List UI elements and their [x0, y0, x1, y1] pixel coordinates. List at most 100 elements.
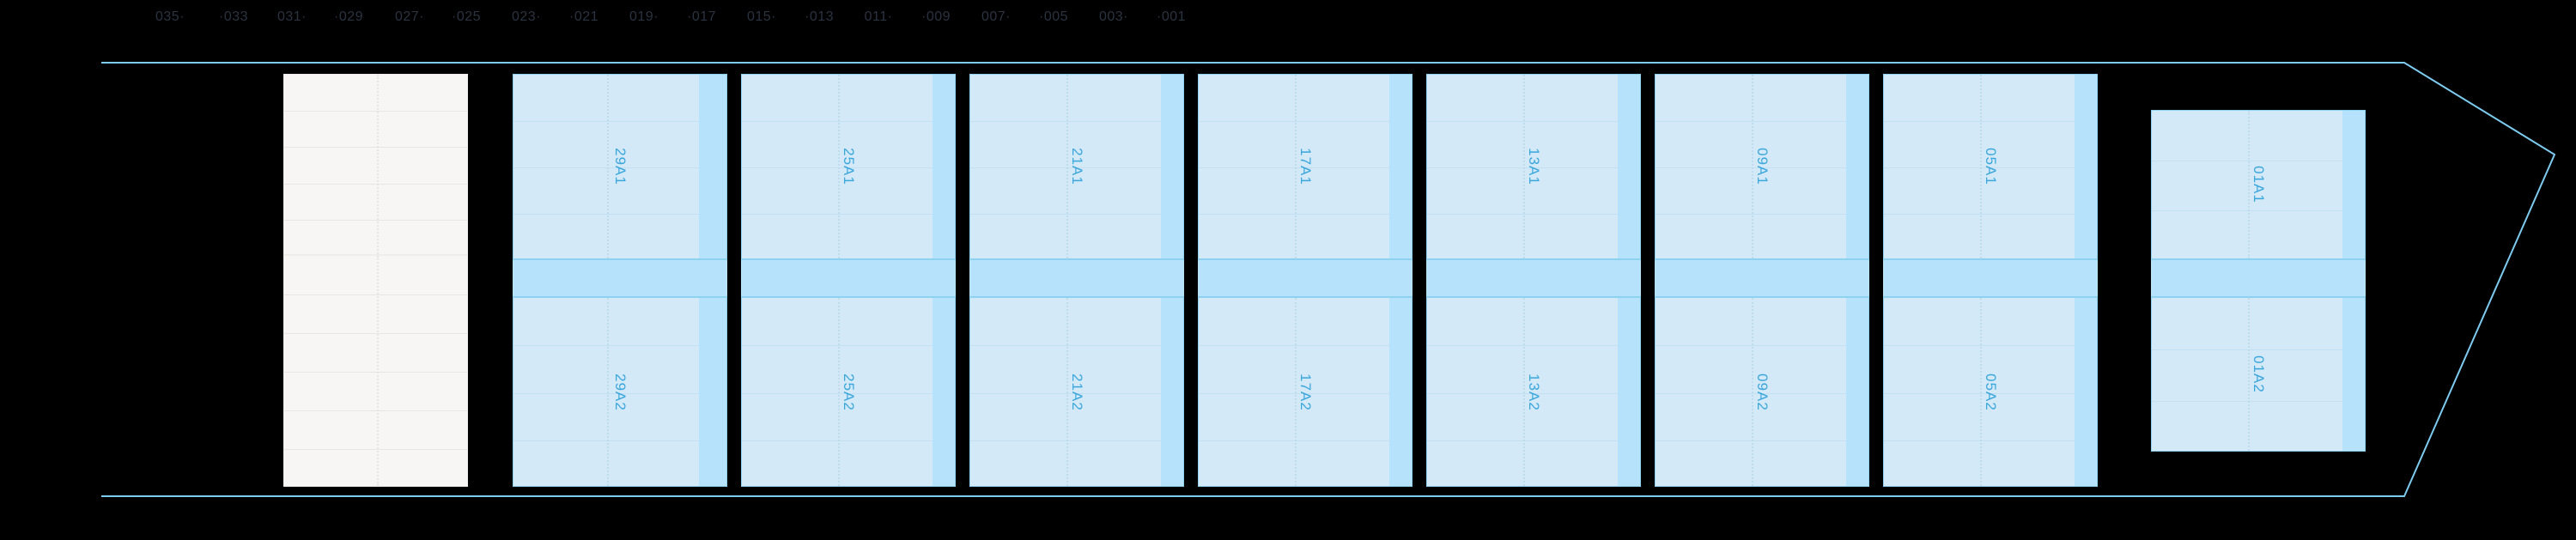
bay-29A-hold-block[interactable]: 29A2	[513, 297, 727, 487]
bay-label-01A1: 01A1	[2251, 166, 2267, 203]
bay-21A-deck-block[interactable]: 21A1	[969, 74, 1184, 259]
bay-label-05A1: 05A1	[1983, 148, 1999, 185]
tier-divider	[742, 167, 955, 168]
bay-centerline	[607, 75, 609, 258]
bay-09A-deck-block[interactable]: 09A1	[1655, 74, 1869, 259]
outboard-row-band	[2342, 111, 2365, 258]
bay-29A-deck-line-band	[513, 259, 727, 297]
bay-label-29A2: 29A2	[612, 373, 629, 411]
bay-01A-hold-block[interactable]: 01A2	[2151, 297, 2366, 452]
bay-01A-deck-line-band	[2151, 259, 2366, 297]
bay-pale-hold-block[interactable]	[283, 255, 468, 487]
bay-21A-hold-block[interactable]: 21A2	[969, 297, 1184, 487]
bay-number-tick: ·021	[568, 9, 599, 24]
bay-pale-deck-block[interactable]	[283, 74, 468, 255]
tier-divider	[1884, 121, 2097, 122]
tier-divider	[970, 440, 1183, 441]
bay-05A-deck-block[interactable]: 05A1	[1883, 74, 2098, 259]
bay-number-tick: 023·	[511, 9, 542, 24]
bay-number-tick: ·001	[1156, 9, 1187, 24]
bay-21A[interactable]: 21A1 21A2	[969, 0, 1184, 540]
bay-number-tick: ·009	[920, 9, 951, 24]
bay-13A-hold-block[interactable]: 13A2	[1426, 297, 1641, 487]
bay-label-17A1: 17A1	[1297, 148, 1314, 185]
tier-divider	[513, 214, 726, 215]
tier-divider	[1199, 167, 1412, 168]
tier-divider	[513, 121, 726, 122]
bay-01A[interactable]: 01A1 01A2	[2151, 0, 2366, 540]
bay-label-25A2: 25A2	[841, 373, 857, 411]
bay-centerline	[838, 298, 840, 486]
tier-divider-group	[513, 75, 726, 258]
outboard-row-band	[1161, 298, 1183, 486]
tier-divider-group	[970, 298, 1183, 486]
bay-01A-deck-block[interactable]: 01A1	[2151, 110, 2366, 259]
bay-05A-hold-block[interactable]: 05A2	[1883, 297, 2098, 487]
tier-divider	[1884, 167, 2097, 168]
bay-centerline	[1066, 298, 1068, 486]
tier-divider	[284, 449, 467, 450]
bay-number-tick: ·025	[451, 9, 482, 24]
bay-13A-deck-block[interactable]: 13A1	[1426, 74, 1641, 259]
outboard-row-band	[2075, 75, 2097, 258]
outboard-row-band	[933, 298, 955, 486]
bay-label-01A2: 01A2	[2251, 355, 2267, 393]
bay-17A[interactable]: 17A1 17A2	[1198, 0, 1413, 540]
tier-divider	[1199, 121, 1412, 122]
tier-divider	[284, 372, 467, 373]
bay-number-tick: 019·	[629, 9, 659, 24]
bay-17A-hold-block[interactable]: 17A2	[1198, 297, 1413, 487]
tier-divider	[742, 214, 955, 215]
outboard-row-band	[1618, 75, 1640, 258]
tier-divider-group	[1427, 75, 1640, 258]
bay-label-09A2: 09A2	[1754, 373, 1771, 411]
bay-centerline	[607, 298, 609, 486]
bay-17A-deck-line-band	[1198, 259, 1413, 297]
bay-25A-deck-block[interactable]: 25A1	[741, 74, 956, 259]
tier-divider	[1427, 345, 1640, 346]
tier-divider-group	[1199, 75, 1412, 258]
bay-13A-deck-line-band	[1426, 259, 1641, 297]
bay-09A-hold-block[interactable]: 09A2	[1655, 297, 1869, 487]
tier-divider	[742, 345, 955, 346]
bay-centerline	[1523, 75, 1525, 258]
tier-divider	[1427, 440, 1640, 441]
tier-divider	[970, 167, 1183, 168]
tier-divider	[970, 214, 1183, 215]
bay-number-tick: ·033	[218, 9, 249, 24]
tier-divider	[284, 184, 467, 185]
bay-29A[interactable]: 29A1 29A2	[513, 0, 727, 540]
tier-divider	[284, 294, 467, 295]
bay-17A-deck-block[interactable]: 17A1	[1198, 74, 1413, 259]
outboard-row-band	[1389, 75, 1412, 258]
bay-09A[interactable]: 09A1 09A2	[1655, 0, 1869, 540]
tier-divider	[284, 147, 467, 148]
bay-pale[interactable]	[283, 0, 468, 540]
bay-29A-deck-block[interactable]: 29A1	[513, 74, 727, 259]
tier-divider-group	[970, 75, 1183, 258]
tier-divider-group	[1884, 298, 2097, 486]
tier-divider	[2152, 349, 2365, 350]
bay-05A-deck-line-band	[1883, 259, 2098, 297]
tier-divider	[1199, 214, 1412, 215]
bay-centerline	[1295, 75, 1297, 258]
tier-divider	[970, 393, 1183, 394]
bay-number-tick: 035·	[155, 9, 185, 24]
bay-label-05A2: 05A2	[1983, 373, 1999, 411]
tier-divider-group	[1199, 298, 1412, 486]
tier-divider	[1199, 345, 1412, 346]
bay-centerline	[377, 75, 379, 254]
bay-25A[interactable]: 25A1 25A2	[741, 0, 956, 540]
tier-divider	[742, 393, 955, 394]
bay-25A-hold-block[interactable]: 25A2	[741, 297, 956, 487]
bay-number-tick: 011·	[864, 9, 893, 24]
bay-13A[interactable]: 13A1 13A2	[1426, 0, 1641, 540]
tier-divider-group	[284, 75, 467, 254]
tier-divider	[1427, 167, 1640, 168]
outboard-row-band	[699, 298, 726, 486]
bay-number-tick: ·013	[804, 9, 835, 24]
tier-divider-group	[1656, 75, 1868, 258]
tier-divider	[1427, 393, 1640, 394]
bay-05A[interactable]: 05A1 05A2	[1883, 0, 2098, 540]
